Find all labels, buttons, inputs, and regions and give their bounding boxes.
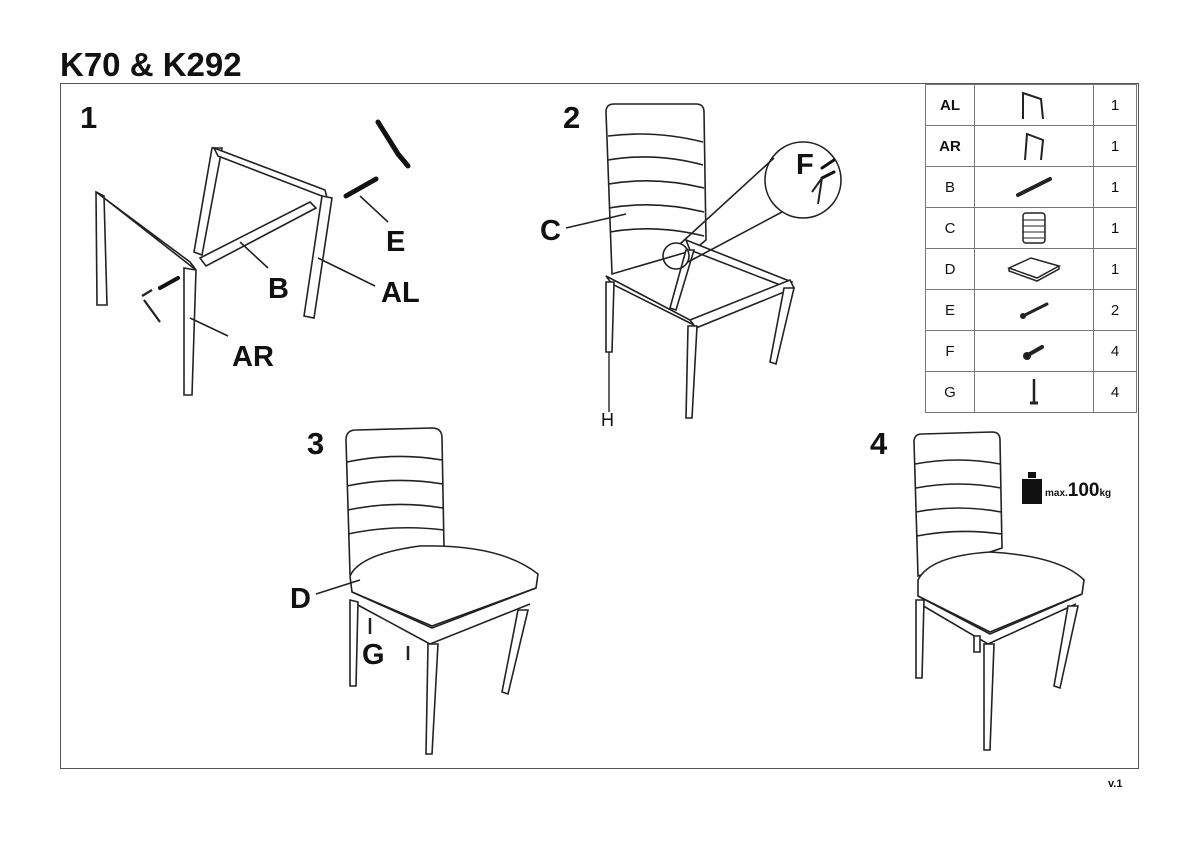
step-4-chair-drawing — [913, 431, 1085, 751]
step-2-number: 2 — [563, 100, 580, 135]
part-code: E — [925, 289, 975, 331]
part-code: C — [925, 207, 975, 249]
label-ar: AR — [232, 341, 274, 373]
parts-row: AL 1 — [925, 84, 1137, 126]
part-quantity: 1 — [1093, 248, 1137, 290]
label-b: B — [268, 273, 289, 305]
part-code: F — [925, 330, 975, 372]
weight-unit: kg — [1099, 488, 1112, 499]
part-code: D — [925, 248, 975, 290]
screw-icon — [974, 371, 1094, 413]
step-2-backrest-drawing — [565, 103, 842, 419]
label-d: D — [290, 583, 311, 615]
part-code: AL — [925, 84, 975, 126]
step-3-seat-drawing — [315, 427, 539, 755]
weight-limit: max. 100 kg — [1022, 472, 1111, 504]
label-g: G — [362, 639, 385, 671]
page-title: K70 & K292 — [60, 46, 242, 83]
short-bolt-icon — [974, 330, 1094, 372]
label-c: C — [540, 215, 561, 247]
part-quantity: 1 — [1093, 84, 1137, 126]
part-code: B — [925, 166, 975, 208]
weight-prefix: max. — [1045, 488, 1068, 499]
part-quantity: 1 — [1093, 166, 1137, 208]
step-1-frame-drawing — [95, 119, 411, 396]
right-frame-icon — [974, 125, 1094, 167]
crossbar-icon — [974, 166, 1094, 208]
step-3-number: 3 — [307, 426, 324, 461]
seat-cushion-icon — [974, 248, 1094, 290]
left-frame-icon — [974, 84, 1094, 126]
label-al: AL — [381, 277, 420, 309]
label-e: E — [386, 226, 405, 258]
part-code: AR — [925, 125, 975, 167]
part-quantity: 2 — [1093, 289, 1137, 331]
parts-row: AR 1 — [925, 125, 1137, 167]
part-code: G — [925, 371, 975, 413]
label-h: H — [601, 410, 614, 430]
instruction-frame — [60, 83, 1139, 769]
part-quantity: 1 — [1093, 125, 1137, 167]
version-label: v.1 — [1108, 778, 1123, 790]
part-quantity: 4 — [1093, 371, 1137, 413]
weight-value: 100 — [1067, 480, 1100, 501]
part-quantity: 4 — [1093, 330, 1137, 372]
step-4-number: 4 — [870, 426, 888, 461]
label-f: F — [796, 149, 814, 181]
part-quantity: 1 — [1093, 207, 1137, 249]
long-bolt-icon — [974, 289, 1094, 331]
backrest-icon — [974, 207, 1094, 249]
weight-icon — [1022, 472, 1042, 504]
step-1-number: 1 — [80, 100, 97, 135]
